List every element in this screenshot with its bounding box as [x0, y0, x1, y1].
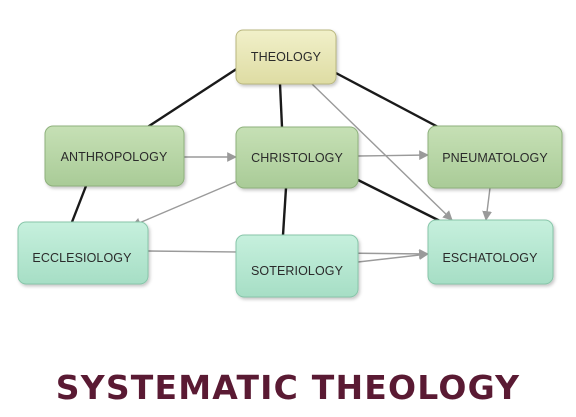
arrow-theology-eschatology: [311, 83, 453, 221]
node-ecclesiology: ECCLESIOLOGY: [17, 221, 149, 285]
edge-theology-pneumatology: [333, 70, 441, 130]
node-eschatology: ESCHATOLOGY: [427, 219, 554, 285]
concept-diagram: THEOLOGY ANTHROPOLOGY CHRISTOLOGY PNEUMA…: [17, 29, 563, 298]
node-label-eschatology: ESCHATOLOGY: [442, 251, 538, 265]
arrow-pneumatology-eschatology: [482, 187, 492, 221]
node-anthropology: ANTHROPOLOGY: [44, 125, 185, 187]
node-christology: CHRISTOLOGY: [235, 126, 359, 189]
node-label-pneumatology: PNEUMATOLOGY: [442, 151, 548, 165]
node-label-christology: CHRISTOLOGY: [251, 151, 343, 165]
node-label-soteriology: SOTERIOLOGY: [251, 264, 344, 278]
arrow-christology-ecclesiology: [131, 179, 241, 228]
node-label-theology: THEOLOGY: [251, 50, 322, 64]
thick-edges: [70, 66, 451, 236]
node-soteriology: SOTERIOLOGY: [235, 234, 359, 298]
arrow-soteriology-eschatology: [357, 250, 429, 263]
node-pneumatology: PNEUMATOLOGY: [427, 125, 563, 189]
edge-christology-eschatology: [347, 173, 451, 228]
page-title: SYSTEMATIC THEOLOGY: [55, 368, 521, 407]
edge-christology-soteriology: [281, 187, 288, 236]
edge-theology-christology: [278, 83, 284, 128]
edge-anthropology-ecclesiology: [70, 185, 88, 223]
node-theology: THEOLOGY: [235, 29, 337, 85]
edge-theology-anthropology: [145, 66, 239, 130]
node-label-anthropology: ANTHROPOLOGY: [61, 150, 168, 164]
arrow-christology-pneumatology: [357, 150, 429, 161]
node-label-ecclesiology: ECCLESIOLOGY: [32, 251, 132, 265]
